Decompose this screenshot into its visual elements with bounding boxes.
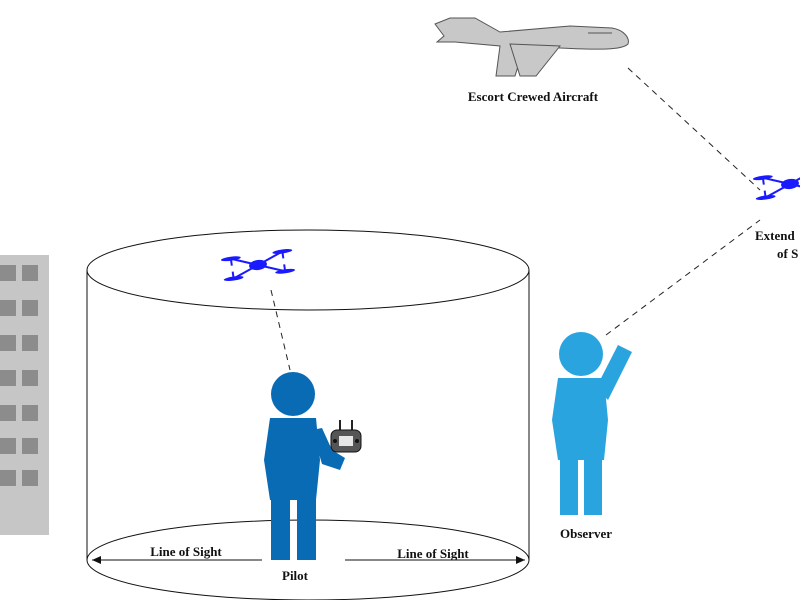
sight-lines	[270, 67, 761, 371]
pilot-label: Pilot	[282, 568, 309, 583]
building-icon	[0, 255, 49, 535]
controller-icon	[330, 420, 362, 453]
escort-aircraft-label: Escort Crewed Aircraft	[468, 89, 599, 104]
observer-label: Observer	[560, 526, 612, 541]
extended-label-line2: of S	[777, 246, 798, 261]
pilot-figure	[264, 372, 345, 560]
extended-label-line1: Extend	[755, 228, 796, 243]
drone-icon	[219, 247, 297, 283]
line-of-sight-label-left: Line of Sight	[150, 544, 222, 559]
drone-icon-extended	[751, 166, 800, 202]
line-of-sight-label-right: Line of Sight	[397, 546, 469, 561]
aircraft-icon	[434, 17, 629, 77]
observer-figure	[552, 332, 632, 515]
